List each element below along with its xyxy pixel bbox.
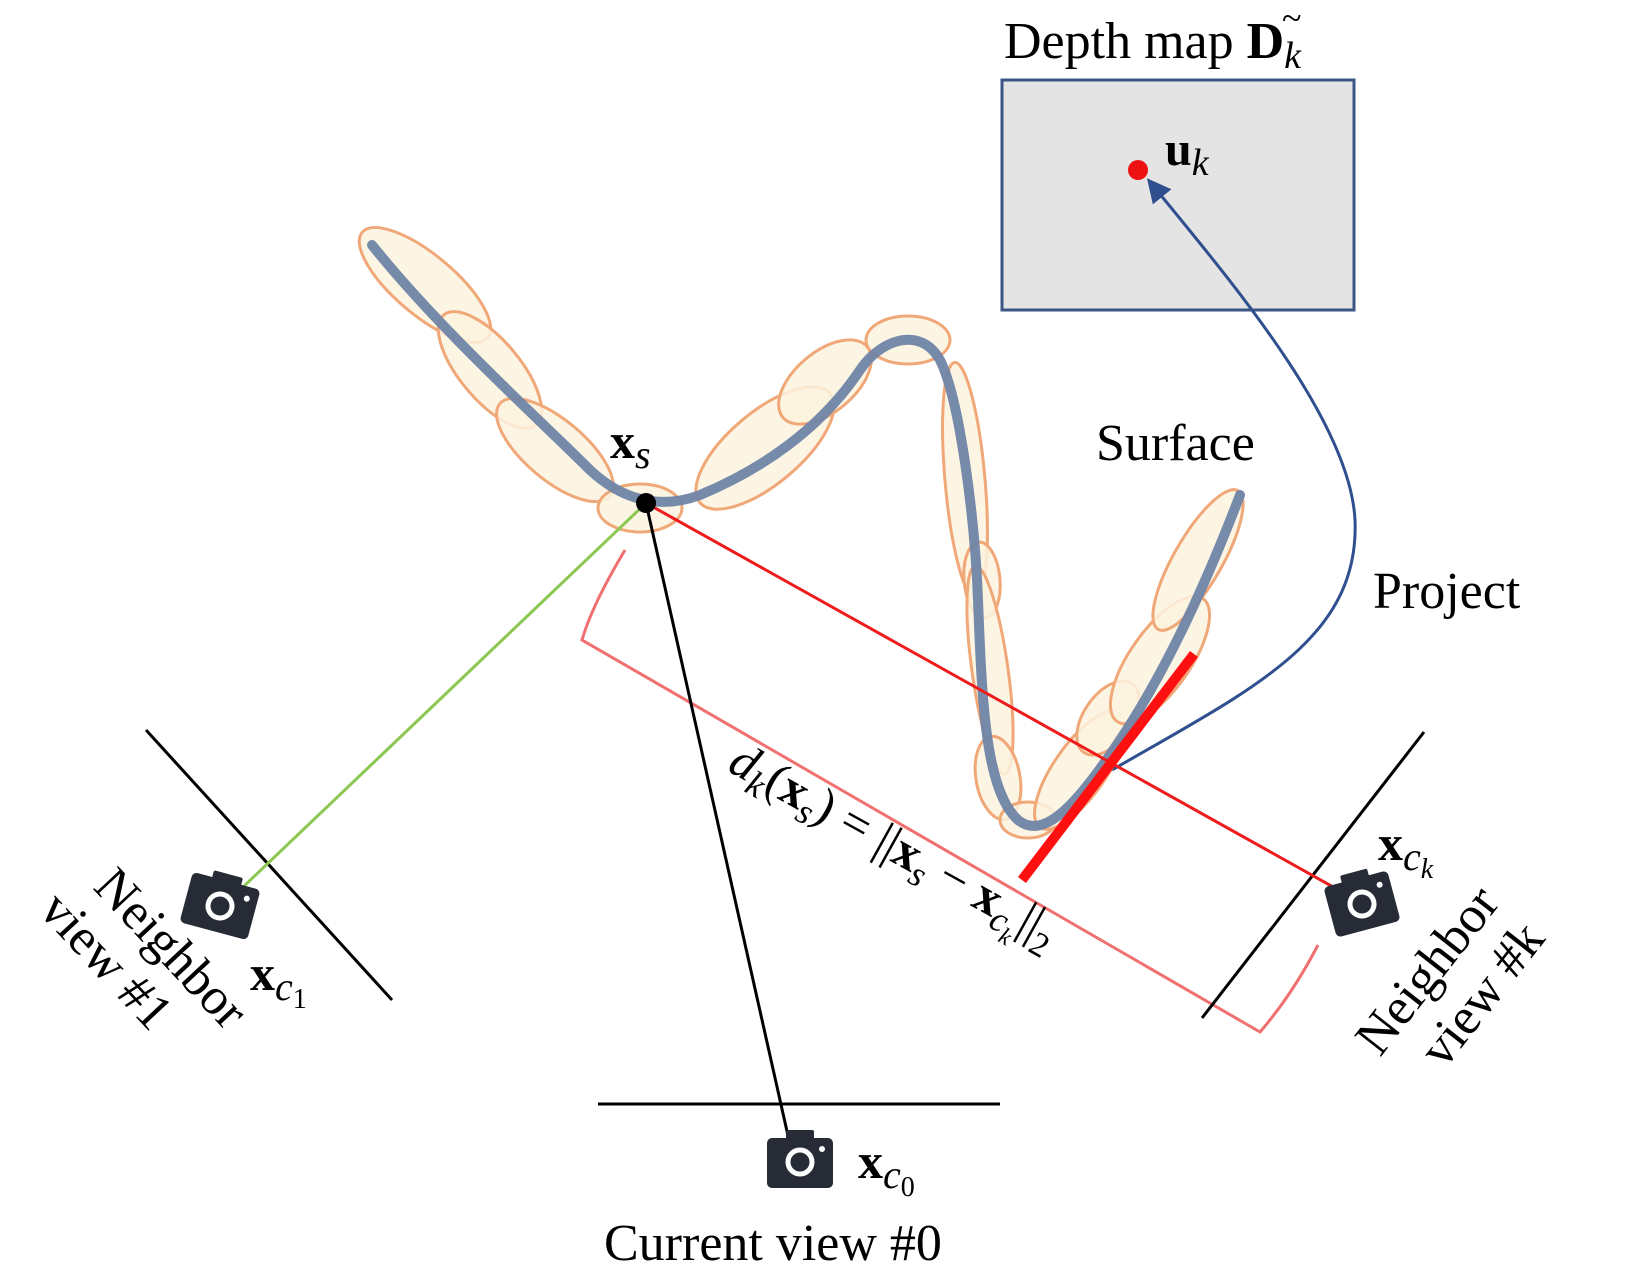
label-xc1: xc1: [250, 945, 307, 1015]
image-plane-neighbor-1: [144, 728, 394, 1002]
distance-bracket: [580, 549, 1320, 1034]
label-current-view: Current view #0: [604, 1215, 942, 1271]
camera-icon: [1324, 868, 1400, 937]
depth-map-title: Depth map Dk: [1004, 13, 1302, 77]
camera-icon: [180, 870, 260, 940]
camera-icon: [767, 1130, 833, 1188]
point-xs: [636, 493, 656, 513]
label-xck: xck: [1378, 815, 1434, 885]
point-uk: [1128, 160, 1148, 180]
tangent-plane: [1018, 650, 1198, 884]
label-xs: xs: [610, 413, 651, 477]
tilde-accent: ~: [1282, 0, 1301, 38]
camera-neighbor-k[interactable]: [1322, 864, 1401, 938]
camera-neighbor-1[interactable]: [179, 865, 262, 940]
surface-curve: [367, 240, 1245, 831]
label-xc0: xc0: [858, 1133, 915, 1203]
projection-arrow: [1111, 178, 1357, 772]
label-surface: Surface: [1096, 415, 1255, 472]
ray-neighbor-1: [220, 501, 648, 909]
ray-neighbor-k: [645, 501, 1361, 904]
depth-map: Depth map Dk ~ uk: [1000, 0, 1356, 312]
label-project: Project: [1373, 563, 1521, 620]
camera-current[interactable]: [767, 1130, 833, 1188]
label-uk: uk: [1165, 123, 1210, 184]
ray-current: [644, 502, 795, 1159]
depth-map-box: [1000, 78, 1356, 312]
